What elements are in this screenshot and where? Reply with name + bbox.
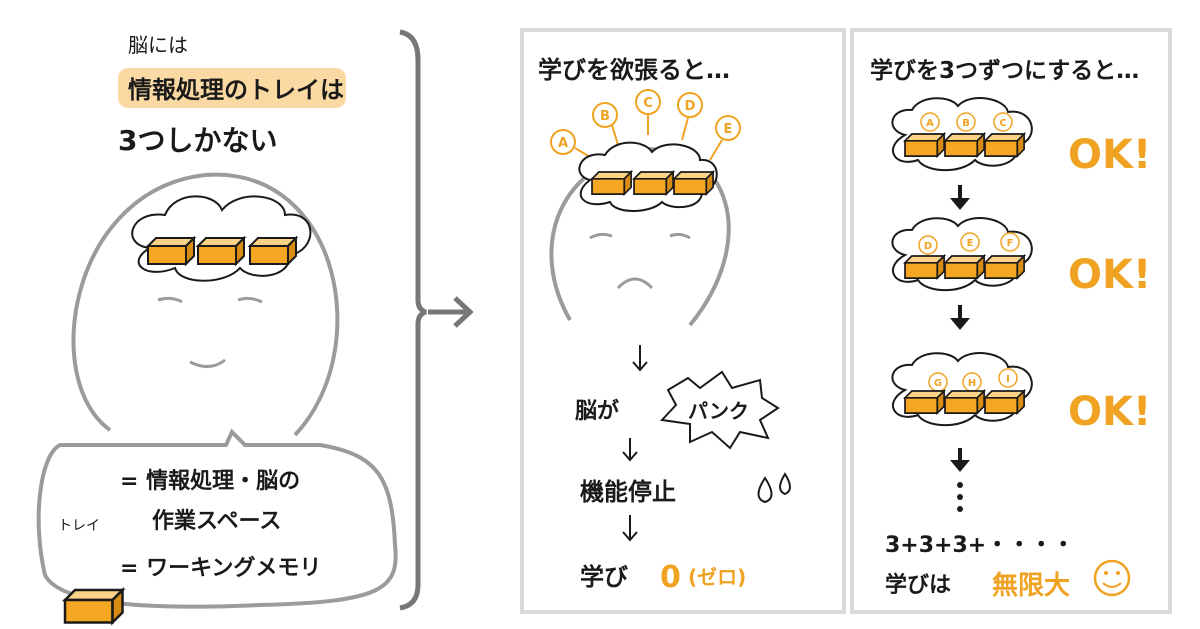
- left-eyebrow: [589, 232, 613, 240]
- legend-line1: = 情報処理・脳の: [120, 468, 300, 494]
- tray-group-1: A B C OK!: [891, 97, 1151, 178]
- tray-icon: [984, 255, 1025, 279]
- burst-shape: [659, 370, 780, 450]
- letter-E: E: [724, 122, 733, 137]
- step3-prefix: 学び: [580, 563, 628, 591]
- tray-icon: [904, 133, 945, 157]
- down-arrow-icon: [622, 515, 638, 542]
- sweat-drops-icon: [757, 472, 791, 504]
- sum-text: 3+3+3+・・・・: [885, 533, 1074, 558]
- letter-circles: A B C D E: [550, 89, 741, 161]
- tray-icon: [591, 171, 632, 195]
- letter-circle: [550, 129, 576, 155]
- left-heading-line2: 情報処理のトレイは: [128, 76, 344, 104]
- tray-icon: [147, 237, 195, 265]
- tray-group-3: G H I OK!: [891, 352, 1151, 435]
- brain-cloud: [891, 217, 1033, 292]
- middle-panel-frame: [520, 28, 846, 614]
- letter-H: H: [968, 378, 976, 389]
- letter-circle: [635, 89, 661, 115]
- tray-icon: [984, 133, 1025, 157]
- down-arrow-icon: [622, 438, 638, 462]
- tray-icon: [904, 390, 945, 414]
- right-panel-frame: [850, 28, 1172, 614]
- left-heading-line1: 脳には: [128, 33, 188, 57]
- step3-paren: (ゼロ): [688, 565, 746, 589]
- tray-group-2: D E F OK!: [891, 217, 1151, 298]
- middle-panel: 学びを欲張ると… A B C D E: [538, 56, 791, 595]
- right-arrow-icon: [428, 296, 474, 328]
- letter-G: G: [934, 378, 942, 389]
- letter-C: C: [999, 118, 1006, 129]
- letter-D: D: [685, 99, 696, 114]
- right-panel: 学びを3つずつにすると… A B C OK! D E F: [870, 57, 1151, 601]
- step1-prefix: 脳が: [575, 398, 619, 424]
- ok-label: OK!: [1068, 252, 1151, 298]
- letter-circle: [592, 102, 618, 128]
- tray-icon: [944, 255, 985, 279]
- letter-I: I: [1006, 374, 1010, 385]
- left-panel: 脳には 情報処理のトレイは 3つしかない トレイ = 情報処理・脳の 作業スペー…: [36, 33, 398, 624]
- letter-circle: [715, 115, 741, 141]
- letter-F: F: [1007, 238, 1014, 249]
- step1-burst: パンク: [688, 399, 749, 423]
- right-eyebrow: [669, 232, 691, 240]
- down-arrow-icon: [950, 448, 970, 472]
- legend-line2: 作業スペース: [152, 509, 281, 534]
- down-arrow-icon: [950, 305, 970, 330]
- letter-B: B: [600, 109, 610, 124]
- letter-C: C: [643, 96, 653, 111]
- tray-icon: [944, 390, 985, 414]
- ellipsis-dots: [957, 482, 963, 512]
- result-prefix: 学びは: [885, 572, 951, 598]
- left-eyebrow: [157, 296, 183, 304]
- tray-icon: [633, 171, 674, 195]
- legend-tray-icon: [63, 588, 124, 624]
- tray-icon: [673, 171, 714, 195]
- down-arrow-icon: [950, 185, 970, 210]
- legend-bubble: [36, 428, 398, 609]
- letter-E: E: [967, 238, 974, 249]
- letter-circle: [677, 92, 703, 118]
- head-outline: [71, 172, 340, 437]
- legend-line3: = ワーキングメモリ: [120, 555, 321, 581]
- right-eyebrow: [237, 296, 263, 304]
- letter-A: A: [558, 136, 568, 151]
- brain-cloud: [891, 352, 1033, 427]
- ok-label: OK!: [1068, 389, 1151, 435]
- frown-mouth: [616, 277, 654, 290]
- result-highlight: 無限大: [992, 571, 1070, 601]
- letter-B: B: [962, 118, 970, 129]
- left-heading-line3: 3つしかない: [118, 124, 277, 157]
- tray-icon: [904, 255, 945, 279]
- right-title: 学びを3つずつにすると…: [870, 57, 1139, 84]
- step2-text: 機能停止: [580, 478, 676, 506]
- heading-highlight: [118, 68, 346, 108]
- step3-value: 0: [660, 560, 681, 595]
- tray-icon: [984, 390, 1025, 414]
- middle-title: 学びを欲張ると…: [538, 56, 730, 84]
- letter-A: A: [926, 118, 934, 129]
- smile-mouth: [189, 358, 226, 368]
- ok-label: OK!: [1068, 132, 1151, 178]
- bracket-divider: [399, 29, 427, 611]
- legend-tray-label: トレイ: [58, 518, 100, 534]
- down-arrow-icon: [632, 345, 648, 372]
- tray-icon: [197, 237, 245, 265]
- tray-icon: [944, 133, 985, 157]
- smiley-icon: [1093, 559, 1131, 597]
- tray-icon: [249, 237, 297, 265]
- letter-D: D: [924, 241, 932, 252]
